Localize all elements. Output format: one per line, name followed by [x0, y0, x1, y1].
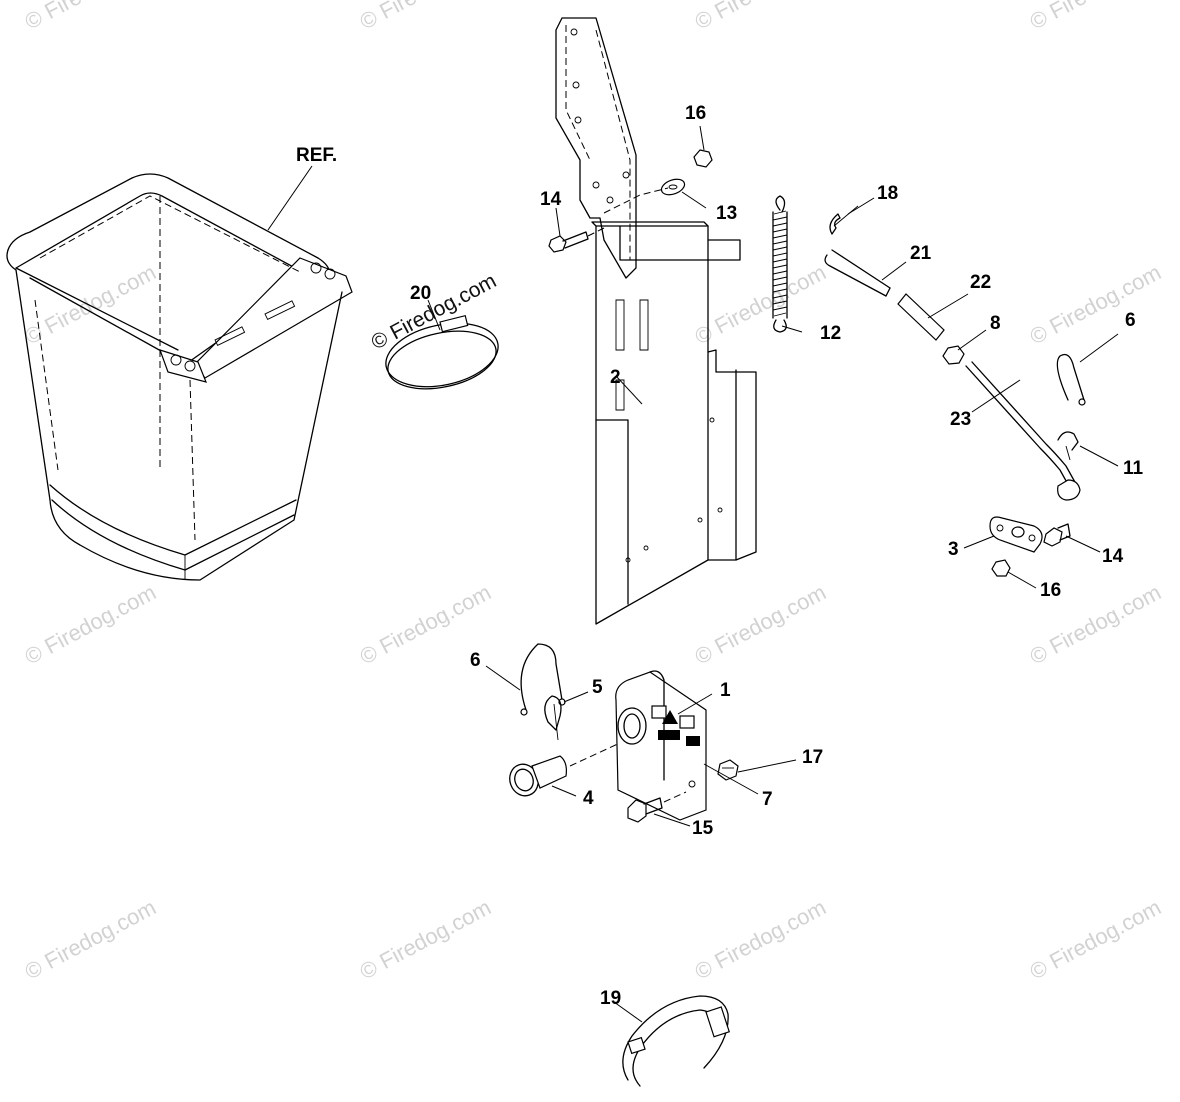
watermark-grid: © Firedog.com © Firedog.com © Firedog.co…: [21, 0, 1165, 984]
callout-4: 4: [583, 788, 594, 809]
callout-18: 18: [877, 183, 898, 204]
watermark: © Firedog.com: [691, 894, 830, 984]
nut-16-upper: [693, 149, 713, 168]
callout-23: 23: [950, 409, 971, 430]
callout-14-upper: 14: [540, 189, 562, 210]
lift-rod-assembly: [824, 205, 1086, 501]
watermark: © Firedog.com: [1026, 259, 1165, 349]
hose-clamp-19: [622, 995, 731, 1087]
watermark: © Firedog.com: [1026, 0, 1165, 34]
mounting-bracket: [555, 17, 637, 279]
bolt-14-upper: [548, 187, 669, 253]
watermark: © Firedog.com: [21, 579, 160, 669]
hitch-bracket-1: [615, 670, 707, 821]
nut-16-lower: [991, 559, 1011, 577]
callout-20: 20: [410, 283, 431, 304]
grass-bag: [6, 173, 353, 581]
callout-16-lower: 16: [1040, 580, 1061, 601]
callout-14-lower: 14: [1102, 546, 1124, 567]
clevis-pin-4: [509, 741, 623, 797]
watermark: © Firedog.com: [691, 259, 830, 349]
watermark: © Firedog.com: [21, 0, 160, 34]
callout-8: 8: [990, 313, 1001, 334]
watermark-dark: © Firedog.com: [368, 269, 501, 354]
hairpin-6-lower: [520, 643, 566, 716]
spring-12: [772, 195, 788, 333]
bolt-14-lower: [1043, 523, 1071, 547]
watermark: © Firedog.com: [1026, 894, 1165, 984]
adapter-plate-2: [591, 221, 757, 625]
callout-22: 22: [970, 272, 991, 293]
callout-12: 12: [820, 323, 841, 344]
callout-6-left: 6: [470, 650, 481, 671]
pivot-plate-3: [989, 516, 1043, 553]
callout-16-upper: 16: [685, 103, 706, 124]
washer-13: [660, 178, 686, 196]
callout-3: 3: [948, 539, 959, 560]
callout-19: 19: [600, 988, 621, 1009]
callout-21: 21: [910, 243, 932, 264]
watermark: © Firedog.com: [21, 894, 160, 984]
watermark: © Firedog.com: [356, 894, 495, 984]
callout-7: 7: [762, 789, 773, 810]
callout-17: 17: [802, 747, 823, 768]
callout-5: 5: [592, 677, 603, 698]
callout-2: 2: [610, 367, 621, 388]
watermark: © Firedog.com: [356, 0, 495, 34]
callout-15: 15: [692, 818, 714, 839]
watermark: © Firedog.com: [691, 0, 830, 34]
callout-1: 1: [720, 680, 731, 701]
callout-ref: REF.: [296, 145, 337, 166]
callout-13: 13: [716, 203, 737, 224]
callout-labels: REF. 20 16 13 14 18 21 22 8 6 12 23 11 3…: [296, 103, 1144, 1009]
cotter-pin-5: [544, 695, 562, 741]
watermark: © Firedog.com: [21, 259, 160, 349]
hose-clamp-20: [385, 314, 499, 390]
callout-6-right: 6: [1125, 310, 1136, 331]
bolt-15: [627, 791, 687, 823]
watermark: © Firedog.com: [691, 579, 830, 669]
callout-11: 11: [1123, 458, 1144, 479]
leader-lines: [267, 125, 1119, 1023]
